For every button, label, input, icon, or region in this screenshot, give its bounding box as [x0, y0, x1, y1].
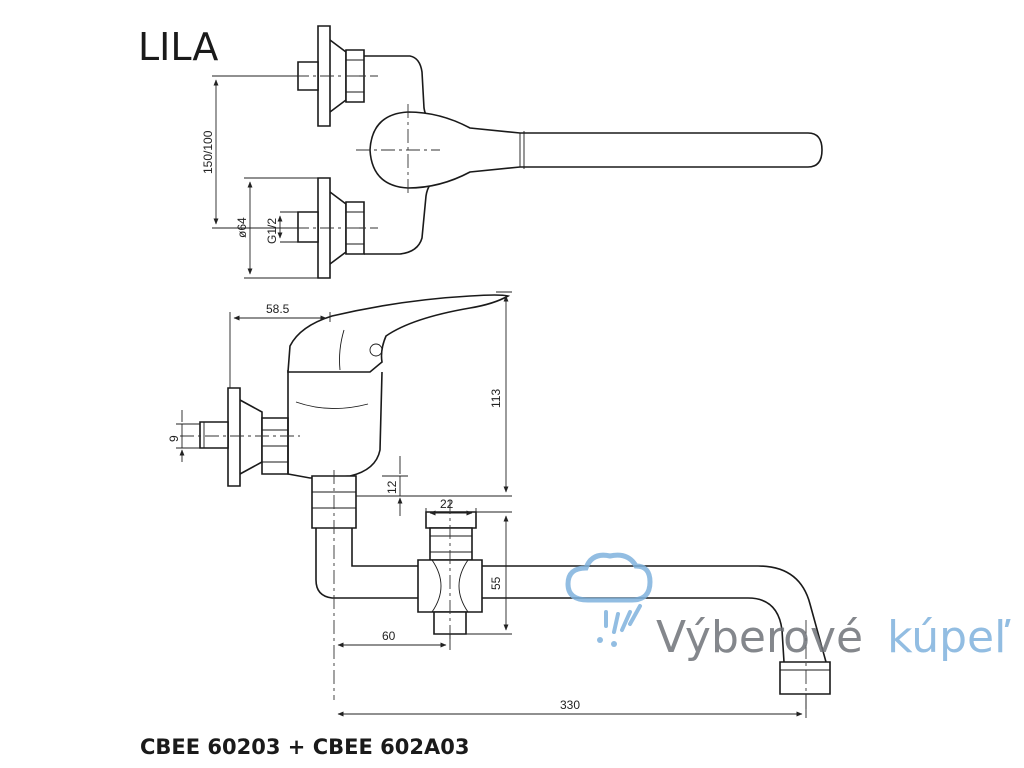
dim-113: 113: [489, 389, 503, 408]
top-view: 150/100 ø64 G1/2: [201, 25, 823, 279]
drawing-title: LILA: [138, 25, 218, 69]
dim-9: 9: [167, 435, 181, 442]
side-view: 58.5 113 9 12 22 55 60 330: [167, 291, 831, 718]
dim-55: 55: [489, 576, 503, 590]
watermark-text-light: kúpeľ: [887, 612, 1011, 663]
dim-22: 22: [440, 497, 454, 511]
dim-60: 60: [382, 629, 396, 643]
product-code: CBEE 60203 + CBEE 602A03: [140, 735, 469, 759]
dim-thread-g12: G1/2: [265, 218, 279, 244]
svg-text:Výberové kúpeľ: Výberové kúpeľ: [656, 612, 1011, 663]
shower-icon: [565, 552, 653, 647]
dim-12: 12: [385, 480, 399, 494]
watermark-text-dark: Výberové: [656, 612, 863, 663]
dim-150-100: 150/100: [201, 130, 215, 174]
dim-58-5: 58.5: [266, 302, 290, 316]
watermark: Výberové kúpeľ: [565, 552, 1011, 663]
dim-diameter-64: ø64: [235, 217, 249, 238]
dim-330: 330: [560, 698, 580, 712]
